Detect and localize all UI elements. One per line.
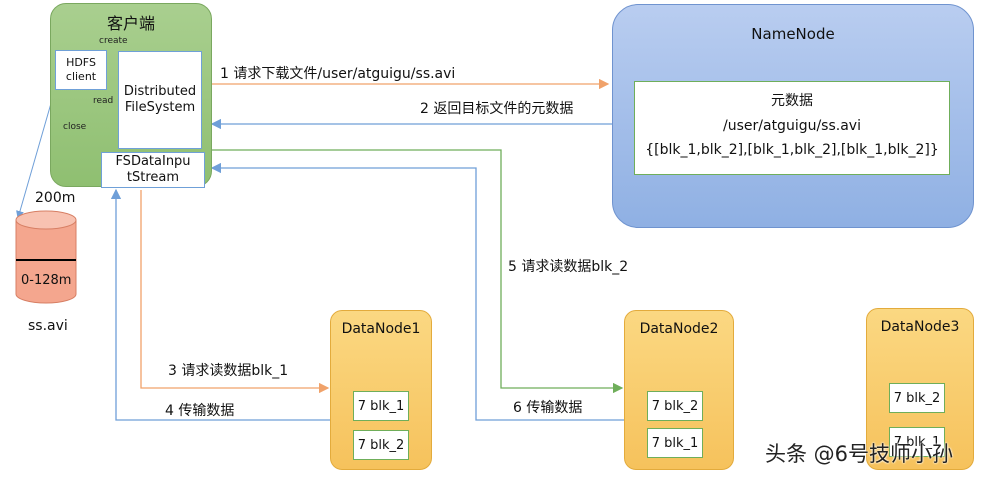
step5-label: 5 请求读数据blk_2 (508, 259, 629, 275)
datanode2-block: 7 blk_1 (647, 428, 703, 458)
fsdatainputstream-label: FSDataInpu tStream (115, 153, 191, 185)
metadata-path: /user/atguigu/ss.avi (723, 118, 861, 134)
fsdatainputstream-box: FSDataInpu tStream (101, 152, 205, 188)
close-label: close (63, 122, 87, 132)
datanode2-container: DataNode2 7 blk_2 7 blk_1 (624, 310, 734, 470)
distributed-filesystem-box: Distributed FileSystem (118, 51, 202, 149)
disk-range-label: 0-128m (21, 273, 72, 288)
datanode2-block: 7 blk_2 (647, 391, 703, 421)
step6-arrow (210, 162, 624, 421)
namenode-title: NameNode (751, 25, 835, 43)
file-size-label: 200m (35, 190, 76, 206)
watermark: 头条 @6号技师小孙 (765, 442, 954, 466)
step1-label: 1 请求下载文件/user/atguigu/ss.avi (220, 66, 456, 82)
metadata-blocks: {[blk_1,blk_2],[blk_1,blk_2],[blk_1,blk_… (645, 142, 939, 158)
create-label: create (99, 36, 128, 46)
step2-label: 2 返回目标文件的元数据 (420, 101, 574, 117)
step3-arrow (140, 190, 330, 394)
datanode3-block: 7 blk_1 (889, 427, 945, 457)
datanode3-container: DataNode3 7 blk_2 7 blk_1 (866, 308, 974, 470)
disk-cylinder-icon (15, 210, 77, 304)
step4-label: 4 传输数据 (165, 403, 235, 419)
datanode3-title: DataNode3 (880, 319, 960, 335)
metadata-title: 元数据 (771, 93, 813, 109)
datanode1-block: 7 blk_2 (353, 430, 409, 460)
datanode1-title: DataNode1 (341, 321, 421, 337)
metadata-box: 元数据 /user/atguigu/ss.avi {[blk_1,blk_2],… (634, 81, 950, 175)
datanode1-block: 7 blk_1 (353, 391, 409, 421)
hdfs-client-label: HDFS client (65, 56, 97, 83)
client-container: 客户端 HDFS client Distributed FileSystem F… (50, 3, 212, 188)
client-to-disk-line (16, 85, 57, 219)
step5-arrow (212, 149, 624, 394)
read-label: read (93, 96, 114, 106)
file-name-label: ss.avi (28, 318, 68, 334)
distributed-filesystem-label: Distributed FileSystem (123, 83, 197, 115)
step3-label: 3 请求读数据blk_1 (168, 363, 289, 379)
hdfs-client-box: HDFS client (55, 50, 107, 90)
client-title: 客户端 (106, 14, 155, 33)
step6-label: 6 传输数据 (513, 400, 583, 416)
datanode3-block: 7 blk_2 (889, 383, 945, 413)
namenode-container: NameNode 元数据 /user/atguigu/ss.avi {[blk_… (612, 4, 974, 228)
datanode2-title: DataNode2 (639, 321, 719, 337)
step4-arrow (110, 188, 330, 421)
datanode1-container: DataNode1 7 blk_1 7 blk_2 (330, 310, 432, 470)
